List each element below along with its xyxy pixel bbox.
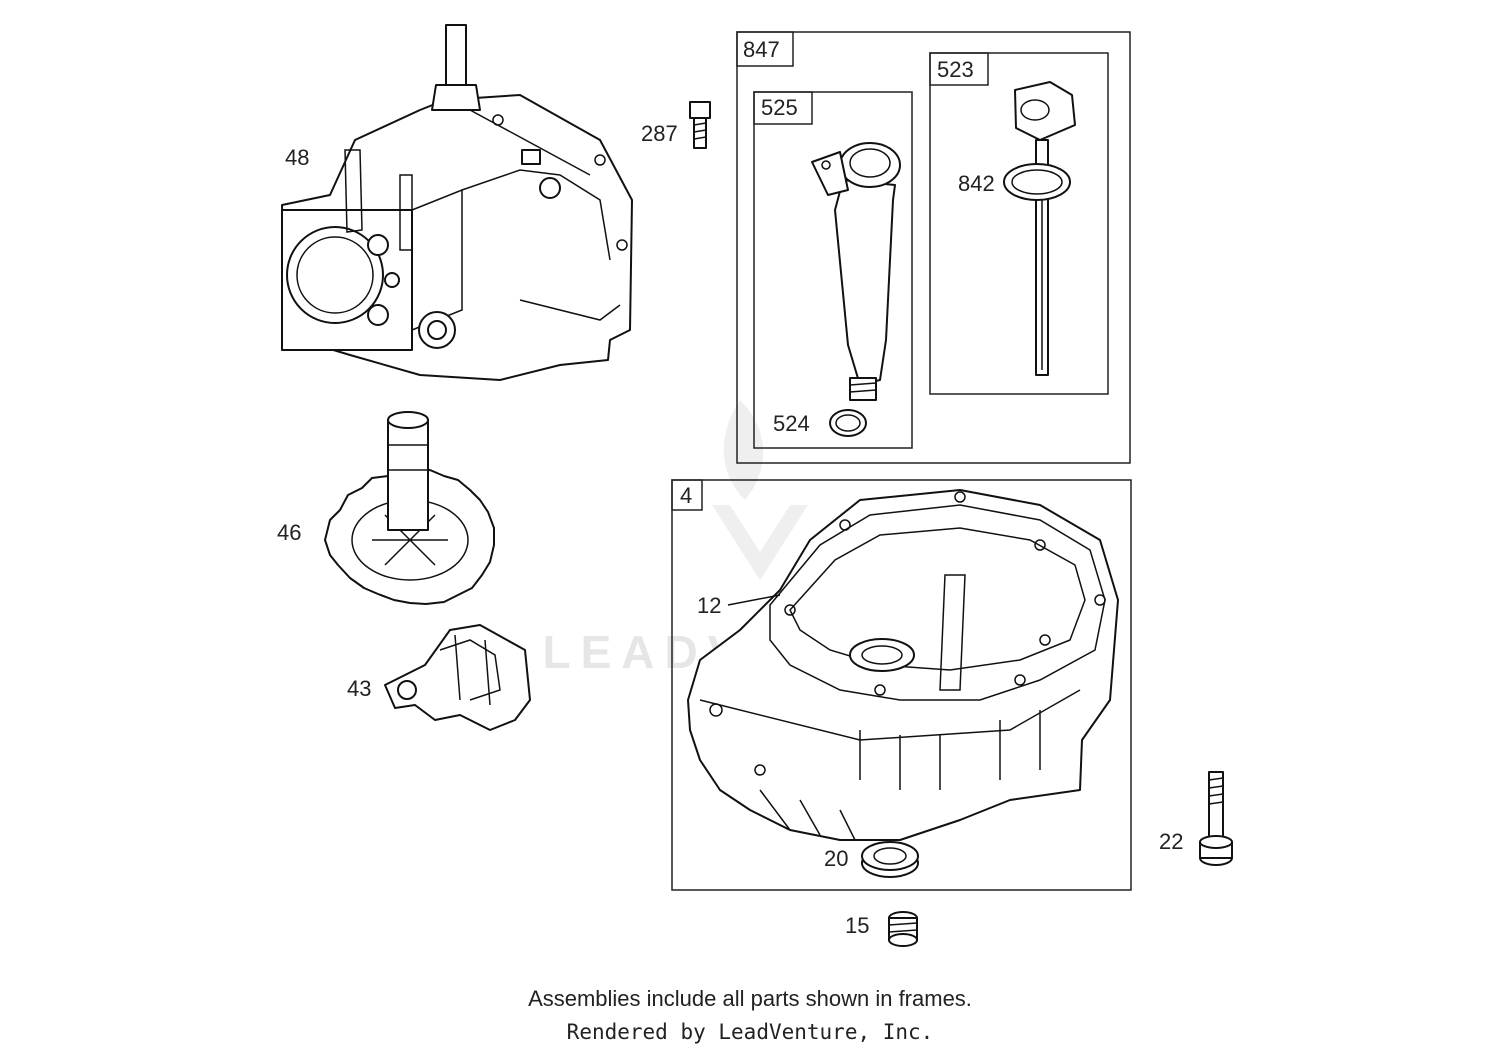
callout-46: 46 xyxy=(277,520,301,545)
callout-48: 48 xyxy=(285,145,309,170)
cylinder-block-part-48 xyxy=(281,24,633,381)
callout-12: 12 xyxy=(697,593,721,618)
frame-4-label-box xyxy=(671,479,703,511)
sump-part-4 xyxy=(687,489,1119,841)
governor-part-43 xyxy=(384,624,531,731)
rendered-by-credit: Rendered by LeadVenture, Inc. xyxy=(566,1020,934,1044)
leader-line-part-12 xyxy=(727,594,781,606)
frame-525-label-box xyxy=(753,91,813,125)
frame-4 xyxy=(671,479,1132,891)
callout-15: 15 xyxy=(845,913,869,938)
oil-seal-part-20 xyxy=(861,841,919,878)
callout-20: 20 xyxy=(824,846,848,871)
callout-43: 43 xyxy=(347,676,371,701)
frame-847-label-box xyxy=(736,31,794,67)
o-ring-part-524 xyxy=(829,409,867,437)
callout-842: 842 xyxy=(958,171,995,196)
frame-523-label-box xyxy=(929,52,989,86)
dipstick-part-523 xyxy=(1014,81,1076,376)
callout-524: 524 xyxy=(773,411,810,436)
dipstick-tube-part-525 xyxy=(811,142,901,401)
flange-bolt-part-22 xyxy=(1199,771,1233,866)
callout-847: 847 xyxy=(743,37,780,62)
frame-525 xyxy=(753,91,913,449)
callout-287: 287 xyxy=(641,121,678,146)
callout-523: 523 xyxy=(937,57,974,82)
frame-847 xyxy=(736,31,1131,464)
plug-part-15 xyxy=(888,911,918,947)
callout-4: 4 xyxy=(680,483,692,508)
bolt-part-287 xyxy=(689,101,711,149)
frame-523 xyxy=(929,52,1109,395)
callout-525: 525 xyxy=(761,95,798,120)
frames-note: Assemblies include all parts shown in fr… xyxy=(528,986,972,1011)
callout-22: 22 xyxy=(1159,829,1183,854)
camshaft-gear-part-46 xyxy=(324,411,495,605)
